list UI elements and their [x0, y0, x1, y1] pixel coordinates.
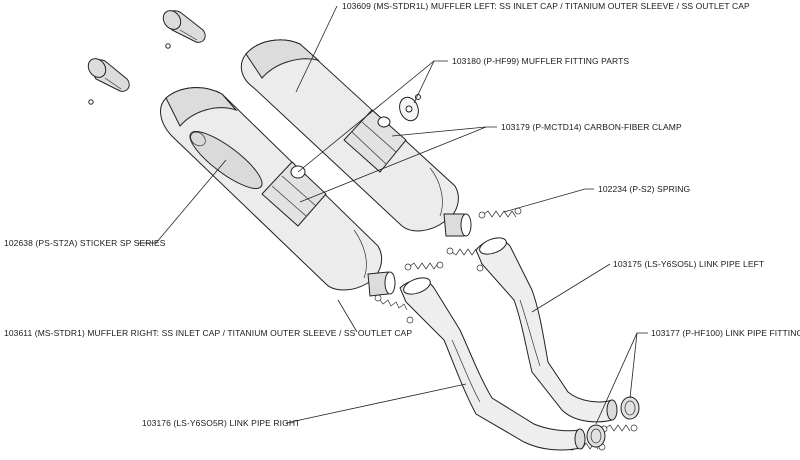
link-pipe-left	[475, 237, 618, 423]
leader-lines	[138, 5, 648, 425]
link-pipe-fitting-1	[620, 396, 640, 420]
fitting-parts-left	[399, 94, 421, 122]
spring-5	[600, 424, 638, 433]
spring-2	[404, 261, 444, 271]
spring-1	[478, 207, 522, 219]
callout-muffler-left: 103609 (MS-STDR1L) MUFFLER LEFT: SS INLE…	[342, 1, 750, 11]
muffler-left	[240, 39, 472, 237]
end-cap-lower	[87, 58, 130, 105]
carbon-clamp-left	[343, 109, 407, 173]
callout-sticker: 102638 (PS-ST2A) STICKER SP SERIES	[4, 238, 166, 248]
link-pipe-right	[399, 277, 586, 451]
spring-4	[374, 294, 414, 324]
end-cap-upper	[162, 10, 206, 49]
callout-carbon-fiber-clamp: 103179 (P-MCTD14) CARBON-FIBER CLAMP	[501, 122, 682, 132]
callout-link-pipe-fitting-parts: 103177 (P-HF100) LINK PIPE FITTING PARTS	[651, 328, 800, 338]
callout-spring: 102234 (P-S2) SPRING	[598, 184, 690, 194]
callout-link-pipe-right: 103176 (LS-Y6SO5R) LINK PIPE RIGHT	[142, 418, 300, 428]
callout-link-pipe-left: 103175 (LS-Y6SO5L) LINK PIPE LEFT	[613, 259, 764, 269]
link-pipe-fitting-2	[586, 424, 606, 448]
spring-3	[446, 247, 484, 272]
muffler-right	[160, 87, 396, 297]
callout-muffler-right: 103611 (MS-STDR1) MUFFLER RIGHT: SS INLE…	[4, 328, 412, 338]
callout-muffler-fitting-parts: 103180 (P-HF99) MUFFLER FITTING PARTS	[452, 56, 629, 66]
